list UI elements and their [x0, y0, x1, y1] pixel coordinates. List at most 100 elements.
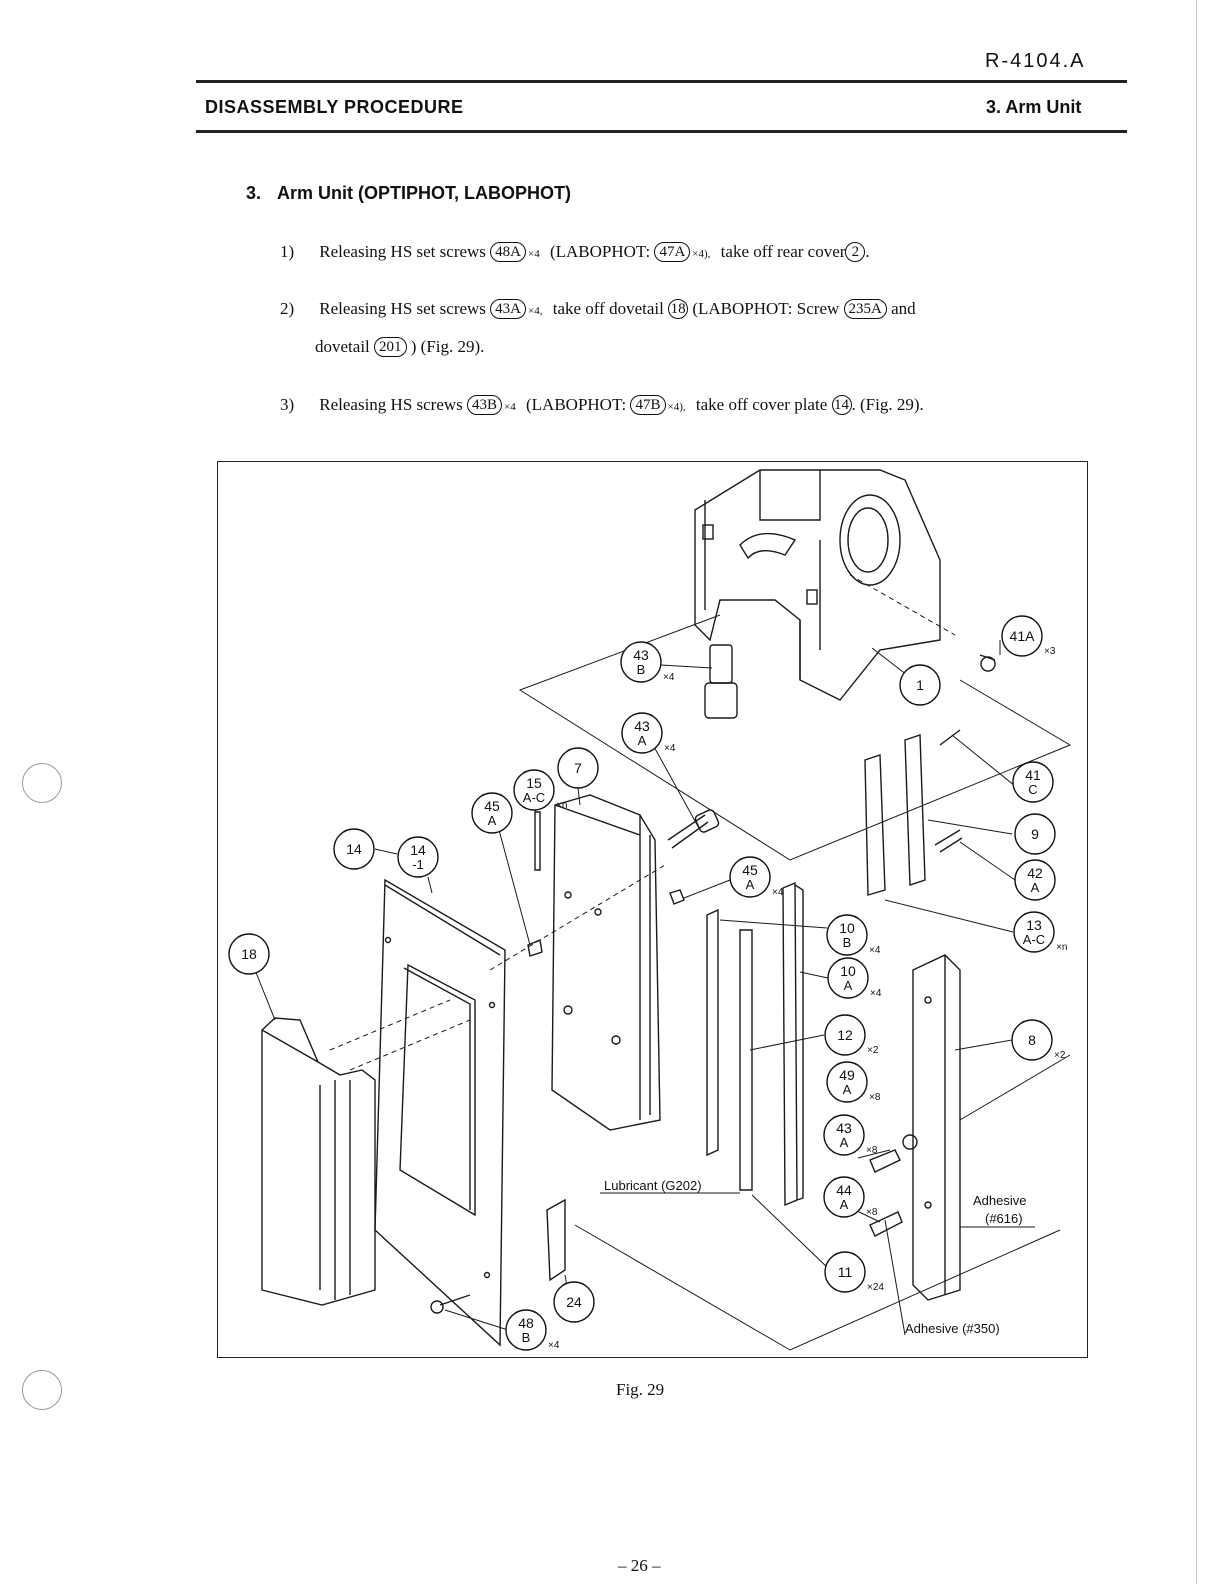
part-callout: 10A×4 [827, 957, 882, 999]
callout-suffix: A [840, 1135, 849, 1150]
part-ref: 201 [374, 337, 407, 357]
part-callout: 49A×8 [826, 1061, 881, 1103]
callout-number: 1 [916, 677, 924, 693]
callout-circle [1011, 1019, 1053, 1061]
part-callout: 10B ×4 [826, 914, 881, 956]
callout-suffix: B [843, 935, 852, 950]
step-text: (LABOPHOT: [549, 242, 651, 261]
step-text: (LABOPHOT: Screw [692, 299, 840, 318]
callout-number: 12 [837, 1027, 853, 1043]
diagram-linework [254, 469, 1072, 1351]
header-section: 3. Arm Unit [986, 97, 1082, 117]
part-ref: 43B [467, 395, 503, 415]
callout-circle [826, 1061, 868, 1103]
arm-plate [551, 794, 661, 1131]
part-callout: 24 [553, 1281, 595, 1323]
callout-circle [826, 914, 868, 956]
callout-quantity: ×n [556, 800, 567, 811]
callout-number: 10 [839, 920, 855, 936]
callout-quantity: ×4 [869, 945, 881, 956]
callout-quantity: ×24 [867, 1282, 884, 1293]
cover-plate [374, 878, 506, 1347]
callout-circle [513, 769, 555, 811]
callout-number: 18 [241, 946, 257, 962]
callout-suffix: A [638, 733, 647, 748]
part-ref: 48A [490, 242, 527, 262]
step-number: 1) [280, 242, 295, 261]
callout-number: 42 [1027, 865, 1043, 881]
part-callout: 9 [1014, 813, 1056, 855]
step-text: ) (Fig. 29). [410, 337, 485, 356]
page-edge-line [1196, 0, 1197, 1584]
step-text: take off dovetail [552, 299, 664, 318]
callout-circle [1014, 859, 1056, 901]
figure-frame [217, 461, 1088, 1358]
part-ref: 47A [654, 242, 691, 262]
part-callout: 44A×8 [823, 1176, 878, 1218]
callout-number: 15 [526, 775, 542, 791]
callout-quantity: ×8 [869, 1092, 881, 1103]
step-text: take off cover plate [695, 395, 828, 414]
header-title: DISASSEMBLY PROCEDURE [205, 97, 464, 117]
part-callout: 41A×3 [1001, 615, 1056, 657]
procedure-step: 3) Releasing HS screws 43B×4 (LABOPHOT: … [280, 387, 1070, 425]
callout-circle [823, 1114, 865, 1156]
step-text: take off rear cover [720, 242, 846, 261]
callout-circle [827, 957, 869, 999]
part-callout: 12×2 [824, 1014, 879, 1056]
part-ref: 235A [843, 299, 887, 319]
step-text: Releasing HS screws [319, 395, 463, 414]
callout-number: 14 [346, 841, 362, 857]
quantity: ×4, [528, 305, 543, 317]
section-number: 3. [246, 183, 262, 203]
callout-suffix: A-C [1023, 932, 1045, 947]
quantity: ×4 [504, 401, 516, 413]
callout-circle [557, 747, 599, 789]
callout-circle [397, 836, 439, 878]
header-rule-bottom [196, 130, 1127, 133]
callout-number: 14 [410, 842, 426, 858]
callout-number: 43 [633, 647, 649, 663]
callout-circle [1001, 615, 1043, 657]
section-title: Arm Unit (OPTIPHOT, LABOPHOT) [277, 183, 572, 203]
callout-suffix: B [637, 662, 646, 677]
step-number: 2) [280, 299, 295, 318]
part-callout: 43A×8 [823, 1114, 878, 1156]
part-callout: 45A×4 [729, 856, 784, 898]
part-callout: 8×2 [1011, 1019, 1066, 1061]
callout-number: 7 [574, 760, 582, 776]
callout-number: 9 [1031, 826, 1039, 842]
callout-circle [505, 1309, 547, 1351]
figure-notes: Lubricant (G202) Adhesive (#616) Adhesiv… [604, 1178, 1026, 1336]
callout-circle [228, 933, 270, 975]
procedure-step: 1) Releasing HS set screws 48A×4 (LABOPH… [280, 234, 1070, 272]
figure-caption: Fig. 29 [616, 1380, 665, 1399]
step-text: (LABOPHOT: [526, 395, 627, 414]
step-number: 3) [280, 395, 295, 414]
callout-quantity: ×4 [548, 1340, 560, 1351]
part-ref: 43A [490, 299, 527, 319]
callout-circle [471, 792, 513, 834]
callout-suffix: A [488, 813, 497, 828]
callout-number: 45 [484, 798, 500, 814]
callout-circle [621, 712, 663, 754]
part-callout: 15A-C×n [513, 769, 567, 811]
callout-circle [1014, 813, 1056, 855]
callout-quantity: ×4 [664, 743, 676, 754]
dovetail-part [261, 1017, 376, 1306]
part-callout: 1 [899, 664, 941, 706]
step-text: . (Fig. 29). [851, 395, 924, 414]
quantity: ×4), [667, 401, 686, 413]
callout-number: 11 [838, 1264, 853, 1280]
part-ref: 18 [668, 299, 689, 319]
callout-circle [824, 1251, 866, 1293]
callout-quantity: ×4 [772, 887, 784, 898]
callout-circle [1013, 911, 1055, 953]
step-text: and [891, 299, 916, 318]
part-callout: 42A [1014, 859, 1056, 901]
callout-circle [823, 1176, 865, 1218]
part-ref: 47B [630, 395, 666, 415]
adhesive-note-code: (#616) [985, 1211, 1023, 1226]
callout-suffix: A [1031, 880, 1040, 895]
callout-suffix: A [843, 1082, 852, 1097]
